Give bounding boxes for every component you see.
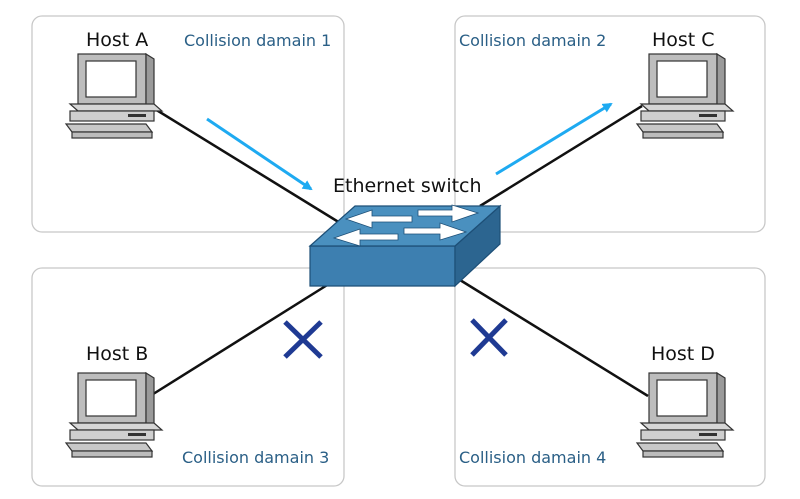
link-host-a <box>149 104 346 228</box>
desktop-computer-icon <box>636 372 734 458</box>
network-switch-icon <box>308 204 502 288</box>
host-c-label: Host C <box>652 29 715 51</box>
collision-domain-3 <box>31 267 345 487</box>
host-a-label: Host A <box>86 29 148 51</box>
domain-2-label: Collision damain 2 <box>459 31 606 50</box>
domain-4-label: Collision damain 4 <box>459 448 606 467</box>
desktop-computer-icon <box>65 53 163 139</box>
arrow-icon <box>206 117 313 191</box>
x-mark-icon <box>283 320 323 359</box>
host-d-label: Host D <box>651 343 715 365</box>
x-mark-icon <box>470 318 508 357</box>
link-host-d <box>459 278 649 398</box>
switch-label: Ethernet switch <box>333 175 482 197</box>
arrow-icon <box>495 102 613 176</box>
desktop-computer-icon <box>636 53 734 139</box>
domain-1-label: Collision damain 1 <box>184 31 331 50</box>
collision-domain-4 <box>454 267 766 487</box>
domain-3-label: Collision damain 3 <box>182 448 329 467</box>
desktop-computer-icon <box>65 372 163 458</box>
collision-domain-1 <box>31 15 345 233</box>
link-host-c <box>479 104 643 208</box>
link-host-b <box>149 280 333 398</box>
collision-domain-2 <box>454 15 766 233</box>
host-b-label: Host B <box>86 343 148 365</box>
